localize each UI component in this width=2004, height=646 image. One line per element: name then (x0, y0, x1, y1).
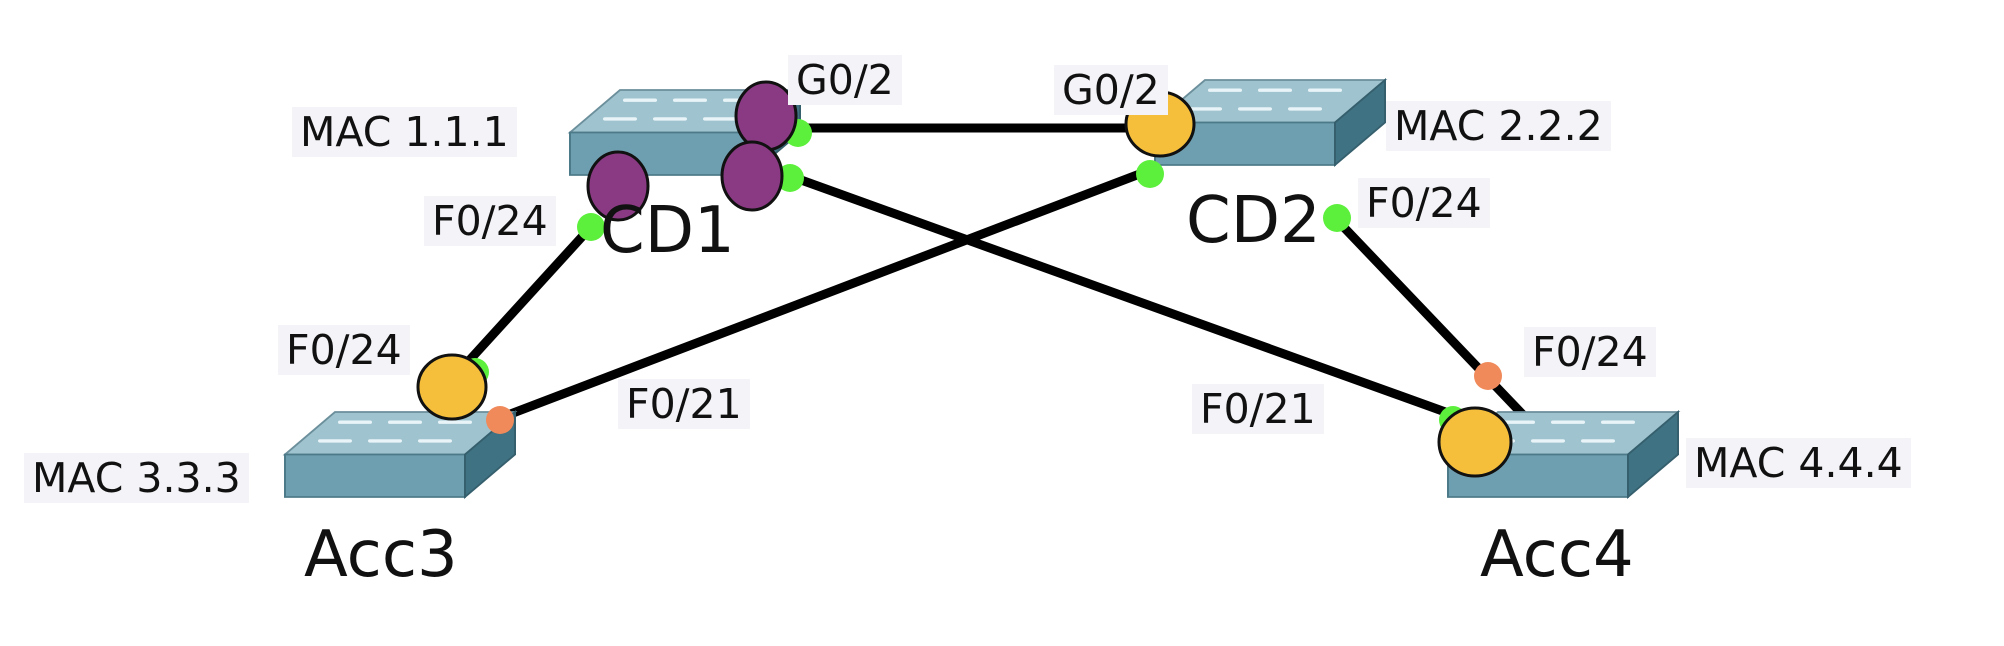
designated-port-marker (720, 140, 784, 212)
mac-label-cd1: MAC 1.1.1 (292, 107, 517, 157)
port-label-acc3-f0-24: F0/24 (278, 325, 410, 375)
link-cd1-acc3 (452, 224, 594, 379)
port-label-cd1-f0-24: F0/24 (424, 196, 556, 246)
mac-label-acc3: MAC 3.3.3 (24, 453, 249, 503)
port-blocked-dot (486, 406, 514, 434)
port-label-acc4-f0-24: F0/24 (1524, 327, 1656, 377)
device-name-acc3: Acc3 (304, 518, 458, 592)
mac-label-cd2: MAC 2.2.2 (1386, 101, 1611, 151)
port-label-cd2-g0-2: G0/2 (1054, 65, 1168, 115)
port-status-dot (1136, 160, 1164, 188)
port-blocked-dot (1474, 362, 1502, 390)
device-name-cd1: CD1 (600, 194, 735, 268)
switch-acc3[interactable] (283, 410, 517, 499)
mac-label-acc4: MAC 4.4.4 (1686, 438, 1911, 488)
link-cd1-acc4 (788, 171, 1464, 423)
port-status-dot (1323, 204, 1351, 232)
device-name-acc4: Acc4 (1480, 518, 1634, 592)
port-label-cd1-g0-2: G0/2 (788, 55, 902, 105)
port-label-acc3-f0-21: F0/21 (618, 379, 750, 429)
designated-port-marker (586, 150, 650, 222)
link-cd2-acc4 (1331, 214, 1530, 422)
designated-port-marker (734, 80, 798, 152)
link-cd2-acc3 (498, 165, 1152, 423)
root-port-marker (416, 353, 488, 421)
port-label-cd2-f0-24: F0/24 (1358, 178, 1490, 228)
root-port-marker (1437, 406, 1513, 478)
port-label-acc4-f0-21: F0/21 (1192, 384, 1324, 434)
device-name-cd2: CD2 (1186, 184, 1321, 258)
port-status-dot (577, 213, 605, 241)
